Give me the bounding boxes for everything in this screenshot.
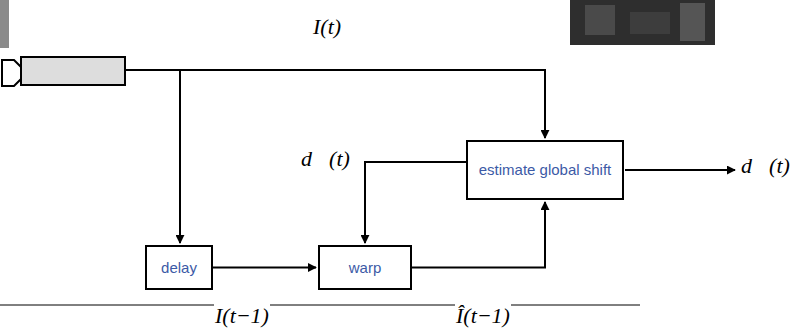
- signal-name: d⃗(t): [300, 146, 351, 172]
- output-wire: [625, 169, 735, 171]
- image-thumbnail-edge: [0, 0, 9, 48]
- signal-arrow: [213, 267, 316, 269]
- signal-name: Î(t−1): [455, 303, 511, 329]
- box-label: delay: [161, 259, 197, 276]
- camera-icon: [2, 57, 125, 86]
- signal-name: I(t): [312, 14, 342, 40]
- process-box: delay: [145, 245, 213, 290]
- signal-arrow: [412, 202, 545, 268]
- baseline-rule: [0, 305, 640, 306]
- box-label: estimate global shift: [479, 161, 612, 178]
- process-box: warp: [318, 245, 412, 290]
- signal-name: d⃗(t): [740, 153, 791, 179]
- image-thumbnail: [570, 0, 715, 45]
- signal-arrow: [365, 162, 466, 243]
- box-label: warp: [349, 259, 382, 276]
- signal-name: I(t−1): [214, 303, 270, 329]
- input-branch-wire: [179, 70, 181, 243]
- input-wire: [125, 70, 545, 138]
- process-box: estimate global shift: [466, 140, 624, 200]
- input-wires: [0, 70, 735, 305]
